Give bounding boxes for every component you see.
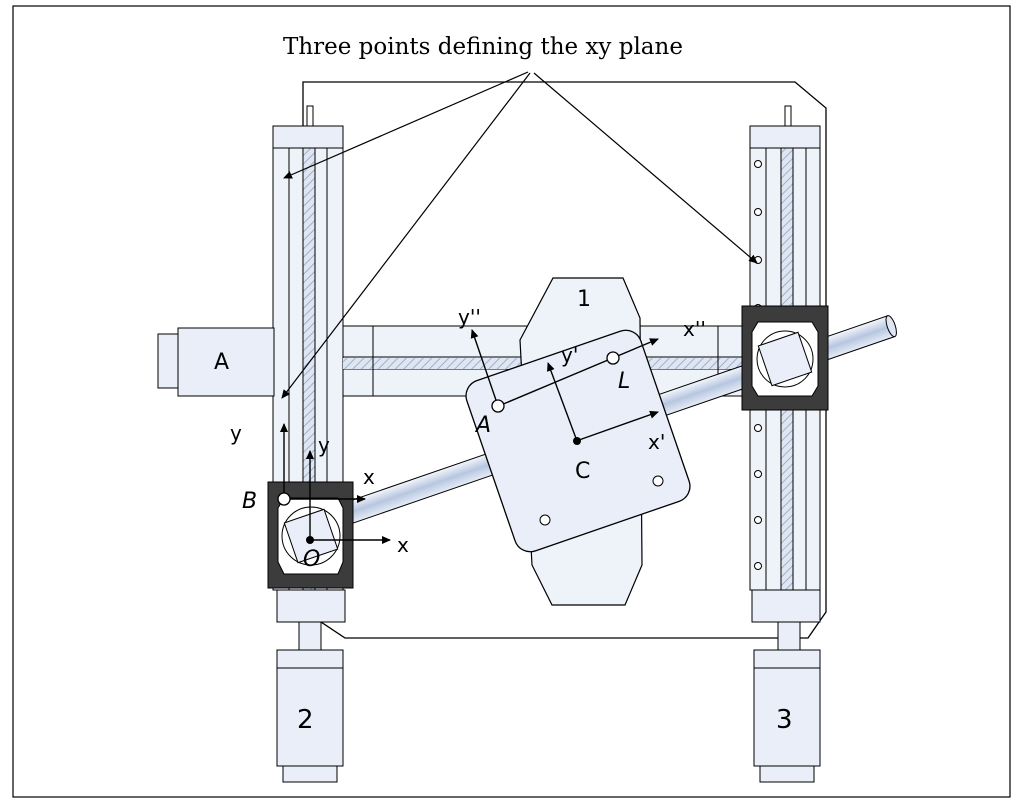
motor-3 bbox=[753, 621, 821, 783]
y1-label: y bbox=[230, 421, 242, 445]
stage-1-label: 1 bbox=[577, 287, 591, 312]
diagram-title: Three points defining the xy plane bbox=[283, 34, 683, 60]
motor-2-label: 2 bbox=[297, 705, 314, 735]
point-b-marker bbox=[277, 492, 291, 506]
motor-2 bbox=[276, 621, 344, 783]
page-frame bbox=[12, 5, 1011, 798]
x-double-prime-label: x'' bbox=[683, 317, 706, 341]
motor-a-label: A bbox=[214, 350, 229, 375]
point-a-marker bbox=[491, 399, 505, 413]
motor-a bbox=[157, 327, 275, 397]
y-double-prime-label: y'' bbox=[458, 305, 481, 329]
y-o-label: y bbox=[318, 433, 330, 457]
point-o-marker bbox=[306, 536, 314, 544]
point-c-marker bbox=[573, 437, 581, 445]
point-l-marker bbox=[606, 351, 620, 365]
plate-hole bbox=[539, 514, 551, 526]
frame-plate-axes bbox=[470, 329, 659, 442]
frame-o-axes bbox=[280, 423, 391, 544]
plate-hole bbox=[652, 475, 664, 487]
x-o-label: x bbox=[397, 533, 409, 557]
point-b-label: B bbox=[242, 489, 257, 514]
y-prime-label: y' bbox=[561, 343, 578, 367]
point-a-label: A bbox=[474, 413, 491, 438]
motor-3-label: 3 bbox=[776, 705, 793, 735]
title-pointers bbox=[281, 71, 758, 399]
point-l-label: L bbox=[618, 369, 630, 394]
point-o-label: O bbox=[303, 547, 320, 572]
x-prime-label: x' bbox=[648, 430, 665, 454]
point-c-label: C bbox=[575, 459, 590, 484]
right-carriage bbox=[741, 305, 829, 411]
x1-label: x bbox=[363, 465, 375, 489]
